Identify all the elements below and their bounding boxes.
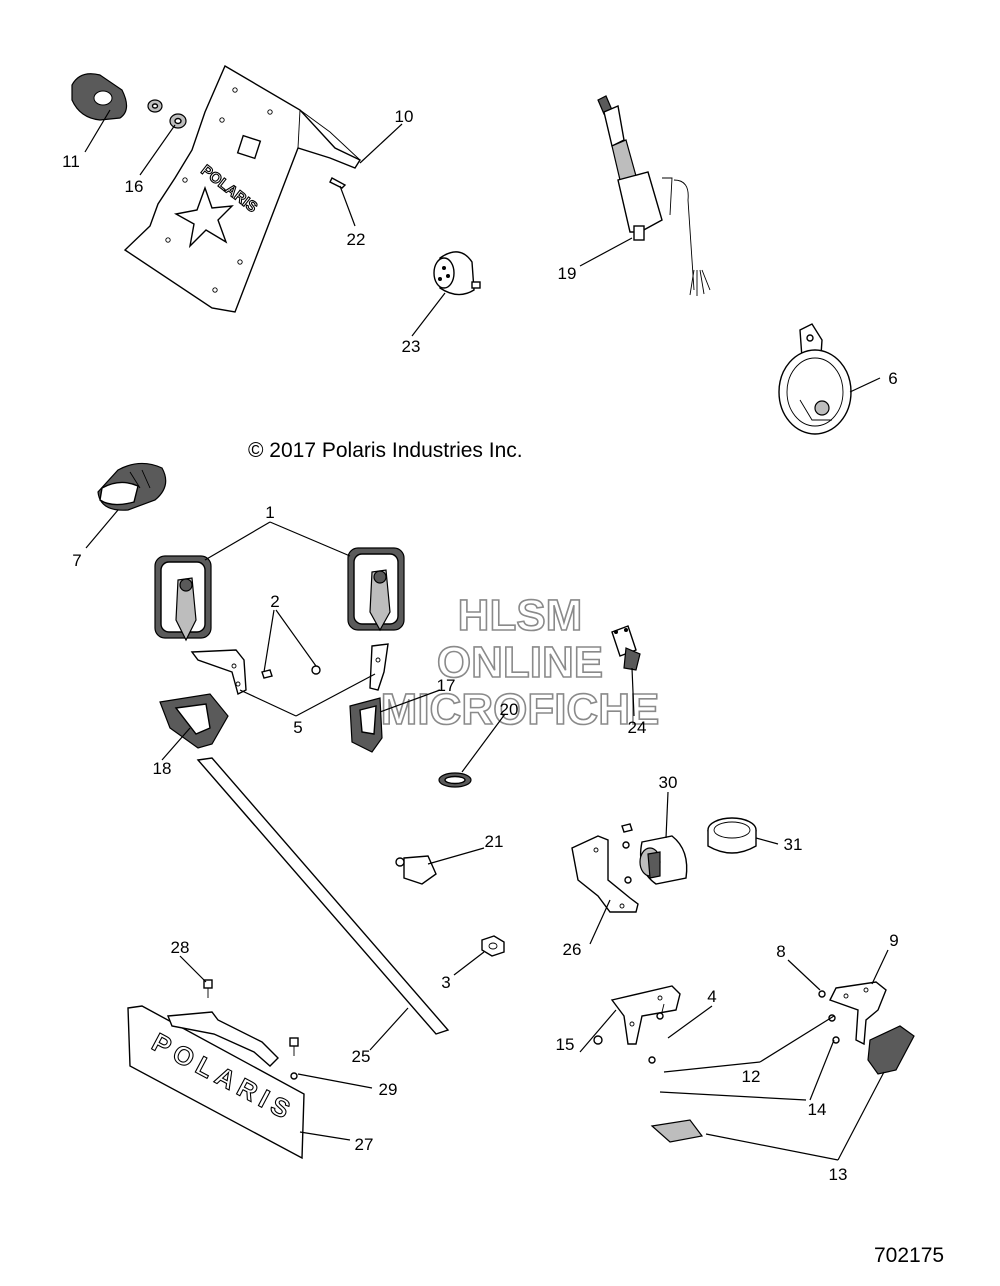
- callout-9: 9: [889, 931, 898, 950]
- trim-strip: [196, 757, 450, 1035]
- electrical-connector: [433, 251, 481, 296]
- turn-signal-switch: [597, 95, 711, 296]
- mirror-right: [347, 547, 405, 632]
- callout-3: 3: [441, 973, 450, 992]
- wire-connector: [395, 855, 437, 885]
- signal-bracket-left: [610, 985, 681, 1045]
- copyright-notice: © 2017 Polaris Industries Inc.: [248, 439, 523, 462]
- turn-signal-light-right: [867, 1025, 915, 1075]
- callout-15: 15: [556, 1035, 575, 1054]
- callout-21: 21: [485, 832, 504, 851]
- callout-6: 6: [888, 369, 897, 388]
- callout-16: 16: [125, 177, 144, 196]
- callout-20: 20: [500, 700, 519, 719]
- document-number: 702175: [874, 1244, 944, 1267]
- washer: [147, 99, 187, 129]
- license-plate-bracket: POLARIS: [123, 64, 362, 313]
- callout-7: 7: [72, 551, 81, 570]
- callout-2: 2: [270, 592, 279, 611]
- bolt-28: [203, 979, 213, 998]
- callout-13: 13: [829, 1165, 848, 1184]
- callout-5: 5: [293, 718, 302, 737]
- trim-cover-right: [349, 697, 383, 753]
- light-ring: [707, 817, 757, 854]
- callout-18: 18: [153, 759, 172, 778]
- callout-29: 29: [379, 1080, 398, 1099]
- bolt-29: [289, 1037, 299, 1080]
- grab-handle: [97, 462, 167, 511]
- callout-4: 4: [707, 987, 716, 1006]
- callout-30: 30: [659, 773, 678, 792]
- signal-hardware: [593, 990, 840, 1064]
- light-bracket: [571, 835, 639, 913]
- callout-8: 8: [776, 942, 785, 961]
- callout-31: 31: [784, 835, 803, 854]
- signal-bracket-right: [829, 981, 887, 1046]
- mirror-bracket-left: [190, 649, 247, 696]
- clip: [329, 177, 347, 189]
- watermark-line-2: ONLINE: [437, 638, 603, 687]
- rubber-cap: [71, 73, 128, 121]
- callout-24: 24: [628, 718, 647, 737]
- watermark-line-1: HLSM: [458, 591, 583, 640]
- horn: [778, 323, 852, 435]
- toggle-switch: [611, 625, 641, 671]
- turn-signal-light-left: [650, 1119, 704, 1143]
- callout-25: 25: [352, 1047, 371, 1066]
- callout-26: 26: [563, 940, 582, 959]
- leader-lines: [84, 109, 889, 1161]
- callout-14: 14: [808, 1100, 827, 1119]
- callout-11: 11: [62, 152, 80, 171]
- callout-17: 17: [437, 676, 456, 695]
- work-light: [621, 823, 688, 885]
- callout-labels: 10 11 16 22 23 19 6 7 1 2 17 5 18 20 24 …: [62, 107, 899, 1184]
- mirror-bracket-right: [369, 643, 389, 691]
- plate-bracket: [167, 1011, 279, 1067]
- mirror-screw: [261, 665, 321, 679]
- callout-10: 10: [395, 107, 414, 126]
- watermark-line-3: MICROFICHE: [381, 685, 660, 734]
- callout-28: 28: [171, 938, 190, 957]
- hex-nut: [481, 935, 505, 957]
- mirror-left: [154, 555, 212, 642]
- trim-cover-left: [159, 693, 229, 749]
- callout-27: 27: [355, 1135, 374, 1154]
- grommet-ring: [438, 772, 472, 788]
- watermark: HLSM ONLINE MICROFICHE: [380, 590, 660, 735]
- callout-19: 19: [558, 264, 577, 283]
- callout-1: 1: [265, 503, 274, 522]
- callout-12: 12: [742, 1067, 761, 1086]
- callout-22: 22: [347, 230, 366, 249]
- callout-23: 23: [402, 337, 421, 356]
